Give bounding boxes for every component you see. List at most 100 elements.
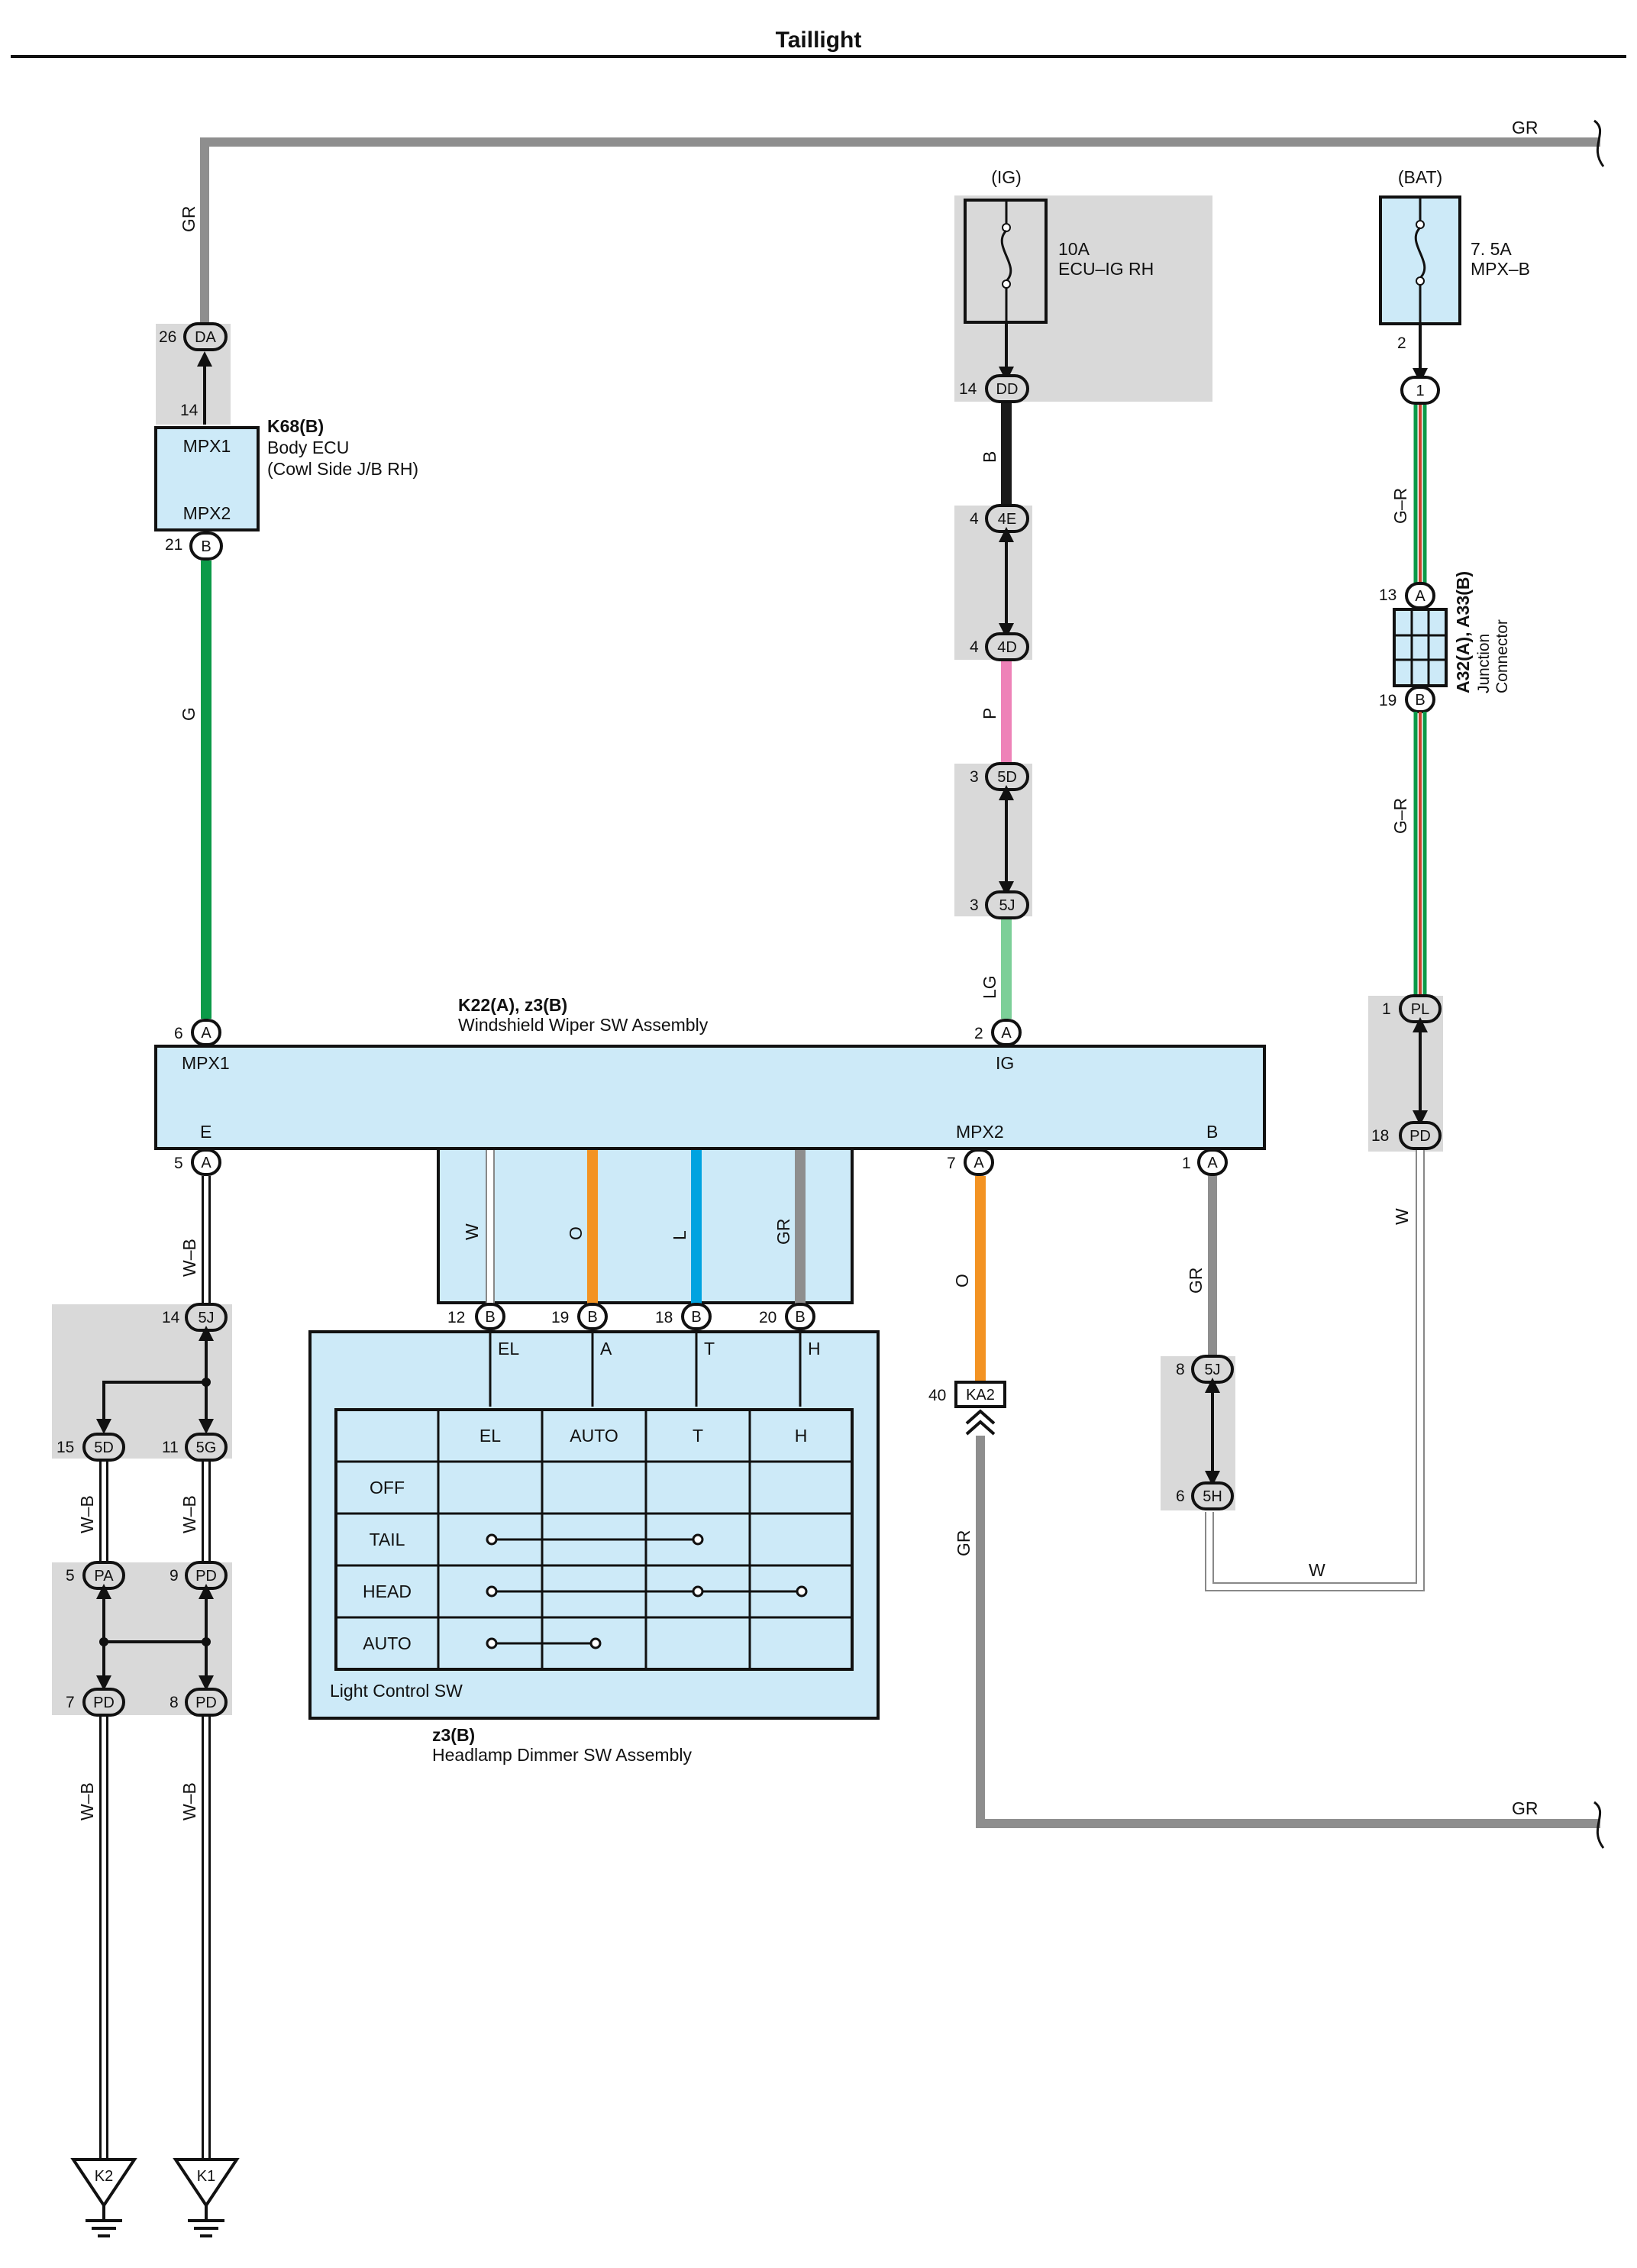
pin-num-4-bottom: 4 xyxy=(970,638,979,656)
fuse-bat-name: MPX–B xyxy=(1471,259,1530,279)
pin-num-40: 40 xyxy=(928,1387,946,1404)
connector-5g-left: 5G xyxy=(185,1433,228,1462)
light-control-sw-name: Light Control SW xyxy=(330,1681,463,1701)
wiper-pin-mpx1: MPX1 xyxy=(182,1053,230,1073)
connector-4d-label: 4D xyxy=(997,639,1017,656)
dimmer-pin-h: H xyxy=(808,1339,821,1359)
connector-b-20: B xyxy=(785,1303,815,1330)
connector-pa-left-label: PA xyxy=(94,1568,114,1585)
pin-num-9-pd: 9 xyxy=(170,1567,179,1585)
connector-b-19: B xyxy=(577,1303,608,1330)
connector-b-ecu: B xyxy=(189,531,223,561)
connector-5d-left-label: 5D xyxy=(94,1439,114,1456)
wire-label-l-inner: L xyxy=(670,1230,689,1240)
body-ecu-pin-mpx1: MPX1 xyxy=(183,436,231,456)
wire-label-gr-top-right: GR xyxy=(1512,118,1539,137)
connector-a-mpx1-label: A xyxy=(201,1025,211,1042)
wire-w-right-loop xyxy=(1205,1150,1425,1591)
connector-pl: PL xyxy=(1399,994,1442,1023)
pin-num-20: 20 xyxy=(759,1309,777,1326)
dimmer-pin-t: T xyxy=(704,1339,715,1359)
ground-k2-label: K2 xyxy=(95,2168,113,2185)
connector-1-bat: 1 xyxy=(1400,376,1440,405)
wire-gr-r-top xyxy=(1413,405,1427,583)
connector-b-ecu-label: B xyxy=(201,538,211,555)
pin-num-7-mpx2: 7 xyxy=(947,1155,956,1172)
connector-5j-left: 5J xyxy=(185,1303,228,1332)
pin-num-19-dim: 19 xyxy=(551,1309,569,1326)
pin-num-18-pd: 18 xyxy=(1371,1127,1389,1145)
wire-label-gr-b: GR xyxy=(1186,1268,1206,1294)
wire-gr-bottom xyxy=(976,1436,1600,1828)
connector-5d-left: 5D xyxy=(82,1433,125,1462)
pin-num-2-bat: 2 xyxy=(1397,334,1406,352)
connector-pd-bottom-left-2-label: PD xyxy=(195,1695,217,1711)
wire-label-w-inner: W xyxy=(462,1223,482,1240)
pin-num-14-5j: 14 xyxy=(162,1309,180,1326)
connector-da: DA xyxy=(183,322,228,351)
page-title: Taillight xyxy=(776,27,862,53)
wire-wb-mid xyxy=(99,1462,211,1562)
wire-label-wb-top: W–B xyxy=(179,1239,199,1277)
connector-a-mpx2-label: A xyxy=(973,1155,984,1171)
pin-num-14-dd: 14 xyxy=(959,380,977,398)
pin-num-6-right: 6 xyxy=(1176,1488,1185,1505)
fuse-ig-name: ECU–IG RH xyxy=(1058,259,1154,279)
fuse-bat-supply: (BAT) xyxy=(1398,167,1442,187)
wire-label-wb-bottom-left: W–B xyxy=(77,1782,97,1821)
junction-code: A32(A), A33(B) xyxy=(1453,571,1473,693)
wire-label-o-ka2: O xyxy=(952,1274,972,1287)
connector-5g-left-label: 5G xyxy=(196,1439,217,1456)
dimmer-pin-el: EL xyxy=(498,1339,519,1359)
pin-num-13: 13 xyxy=(1379,586,1396,604)
connector-pd-bottom-left-1: PD xyxy=(82,1688,125,1717)
wiper-sw-code: K22(A), z3(B) xyxy=(458,995,567,1015)
wire-label-gr-inner: GR xyxy=(773,1219,793,1245)
connector-5j-left-label: 5J xyxy=(198,1310,214,1326)
body-ecu-pin-mpx2: MPX2 xyxy=(183,503,231,523)
connector-dd: DD xyxy=(985,374,1029,403)
wire-label-w-bottom: W xyxy=(1309,1560,1325,1580)
wire-label-wb-mid-left: W–B xyxy=(77,1495,97,1533)
fuse-bat-rating: 7. 5A xyxy=(1471,239,1512,259)
wiper-sw-box xyxy=(154,1045,1266,1150)
wire-gr-top xyxy=(200,119,1605,332)
pin-num-1-b: 1 xyxy=(1182,1155,1191,1172)
pin-num-2-ig: 2 xyxy=(974,1025,983,1042)
connector-da-label: DA xyxy=(195,329,216,346)
pin-num-19: 19 xyxy=(1379,692,1396,709)
pin-num-14: 14 xyxy=(180,402,199,419)
pin-num-4-top: 4 xyxy=(970,510,979,528)
pin-num-11: 11 xyxy=(162,1439,179,1456)
connector-pd-bottom-left-1-label: PD xyxy=(93,1695,115,1711)
pin-num-3-top: 3 xyxy=(970,768,979,786)
pin-num-8-pd: 8 xyxy=(170,1694,179,1711)
headlamp-dimmer-code: z3(B) xyxy=(432,1725,475,1745)
connector-5h-right: 5H xyxy=(1191,1481,1234,1510)
wire-label-gr-bottom-right: GR xyxy=(1512,1798,1539,1818)
connector-5h-right-label: 5H xyxy=(1203,1488,1222,1505)
connector-pd-top-left: PD xyxy=(185,1561,228,1590)
connector-a-ig-label: A xyxy=(1001,1025,1012,1042)
pin-num-18-dim: 18 xyxy=(655,1309,673,1326)
wiper-extension-box xyxy=(437,1147,854,1304)
ground-k2: K2 xyxy=(70,2158,137,2237)
pin-num-5-pa: 5 xyxy=(66,1567,75,1585)
wire-label-wb-bottom-right: W–B xyxy=(179,1782,199,1821)
table-row-off: OFF xyxy=(370,1478,405,1497)
fuse-bat xyxy=(1379,195,1461,325)
connector-dd-label: DD xyxy=(996,381,1019,398)
pin-num-3-bottom: 3 xyxy=(970,897,979,914)
wiper-pin-mpx2: MPX2 xyxy=(956,1122,1004,1142)
connector-4e-label: 4E xyxy=(998,511,1016,528)
dimmer-pin-drops xyxy=(489,1332,802,1407)
pin-num-26: 26 xyxy=(159,328,176,346)
wire-gr-r-bottom xyxy=(1413,712,1427,996)
wire-label-o-inner: O xyxy=(566,1226,586,1240)
wiper-sw-name: Windshield Wiper SW Assembly xyxy=(458,1015,709,1035)
pin-num-5-e: 5 xyxy=(174,1155,183,1172)
connector-5j-right-label: 5J xyxy=(1204,1362,1220,1378)
connector-pd-right: PD xyxy=(1399,1121,1442,1150)
wire-label-g: G xyxy=(179,707,199,721)
